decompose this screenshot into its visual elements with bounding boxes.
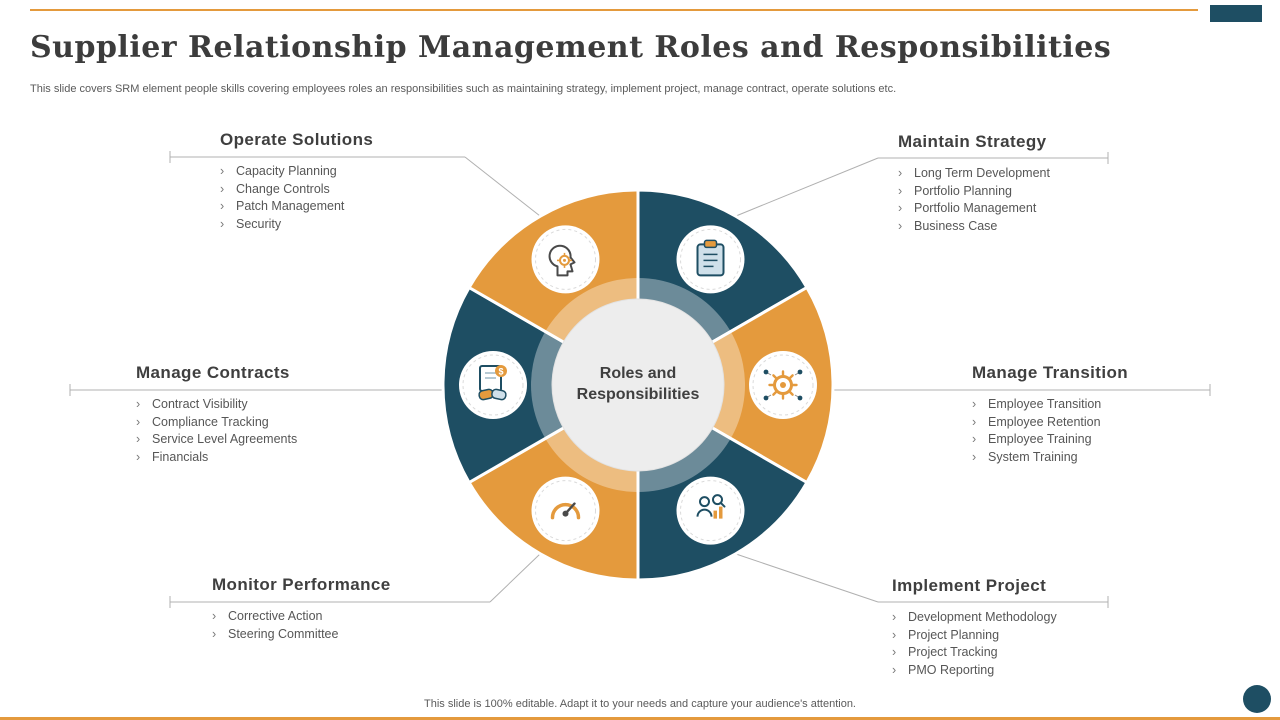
page-dot — [1243, 685, 1271, 713]
list-item: ›Portfolio Management — [898, 201, 1037, 215]
section-monitor-performance: Monitor Performance ›Corrective Action ›… — [212, 575, 391, 643]
list-item: ›Business Case — [898, 218, 998, 233]
bottom-accent-rule — [0, 717, 1280, 720]
corner-tab — [1210, 5, 1262, 22]
section-title: Operate Solutions — [220, 130, 374, 149]
roles-wheel-diagram: $ — [441, 188, 835, 582]
slide-subtitle: This slide covers SRM element people ski… — [30, 83, 897, 95]
list-item: ›Security — [220, 216, 282, 231]
wedge-manage-transition — [634, 285, 835, 485]
list-item: ›Service Level Agreements — [136, 432, 298, 446]
section-title: Monitor Performance — [212, 575, 391, 594]
editable-note: This slide is 100% editable. Adapt it to… — [424, 698, 856, 710]
svg-text:$: $ — [498, 367, 503, 377]
section-items: ›Contract Visibility ›Compliance Trackin… — [136, 396, 297, 466]
section-items: ›Employee Transition ›Employee Retention… — [972, 396, 1128, 466]
section-title: Implement Project — [892, 576, 1047, 595]
section-title: Manage Contracts — [136, 363, 290, 382]
section-maintain-strategy: Maintain Strategy ›Long Term Development… — [898, 132, 1050, 235]
list-item: ›Change Controls — [220, 181, 330, 196]
section-items: ›Capacity Planning ›Change Controls ›Pat… — [220, 163, 373, 233]
section-items: ›Corrective Action ›Steering Committee — [212, 608, 391, 643]
list-item: ›Steering Committee — [212, 626, 339, 641]
list-item: ›Corrective Action — [212, 609, 323, 623]
clipboard-icon — [696, 239, 725, 277]
list-item: ›Employee Retention — [972, 414, 1101, 429]
list-item: ›Portfolio Planning — [898, 183, 1012, 198]
list-item: ›Contract Visibility — [136, 397, 248, 411]
gauge-icon — [550, 502, 581, 520]
section-items: ›Development Methodology ›Project Planni… — [892, 609, 1057, 679]
section-items: ›Long Term Development ›Portfolio Planni… — [898, 165, 1050, 235]
list-item: ›Capacity Planning — [220, 164, 337, 178]
list-item: ›Employee Transition — [972, 397, 1102, 411]
list-item: ›PMO Reporting — [892, 662, 995, 677]
wedge-manage-contracts — [441, 285, 642, 485]
top-accent-rule — [30, 9, 1198, 11]
list-item: ›Project Tracking — [892, 645, 998, 659]
list-item: ›Development Methodology — [892, 610, 1057, 624]
gear-network-icon — [763, 369, 803, 401]
list-item: ›Project Planning — [892, 627, 1000, 642]
page-title: Supplier Relationship Management Roles a… — [30, 30, 1112, 65]
diagram-center-label: Roles and Responsibilities — [576, 365, 700, 403]
icon-badge — [459, 225, 817, 545]
list-item: ›Financials — [136, 449, 209, 464]
list-item: ›Long Term Development — [898, 166, 1050, 180]
person-analysis-icon — [696, 494, 726, 519]
center-circle — [551, 298, 725, 472]
handshake-document-icon: $ — [478, 365, 507, 401]
section-operate-solutions: Operate Solutions ›Capacity Planning ›Ch… — [220, 130, 373, 233]
section-implement-project: Implement Project ›Development Methodolo… — [892, 576, 1057, 679]
section-manage-transition: Manage Transition ›Employee Transition ›… — [972, 363, 1128, 466]
list-item: ›Patch Management — [220, 199, 345, 213]
section-title: Maintain Strategy — [898, 132, 1047, 151]
list-item: ›System Training — [972, 449, 1078, 464]
list-item: ›Compliance Tracking — [136, 414, 269, 429]
list-item: ›Employee Training — [972, 432, 1092, 446]
section-manage-contracts: Manage Contracts ›Contract Visibility ›C… — [136, 363, 297, 466]
head-gear-icon — [548, 244, 576, 277]
section-title: Manage Transition — [972, 363, 1129, 382]
